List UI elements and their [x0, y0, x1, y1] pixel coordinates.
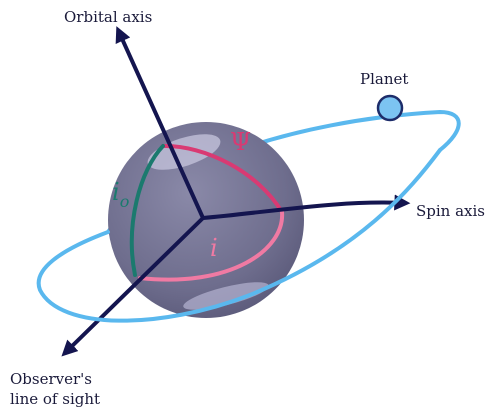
label-planet: Planet — [360, 70, 409, 88]
label-observer-line1: Observer's — [10, 370, 92, 388]
psi-symbol: Ψ — [230, 128, 252, 156]
star-highlight-top — [147, 134, 221, 170]
star-highlight-bottom — [183, 282, 269, 310]
i-arc — [138, 210, 285, 282]
io-symbol: io — [112, 178, 129, 210]
i-symbol: i — [210, 234, 218, 262]
io-arc — [129, 144, 165, 277]
psi-arc — [161, 143, 284, 214]
label-observer-line2: line of sight — [10, 390, 101, 408]
line-of-sight-arrow — [61, 216, 205, 357]
orbit-front — [36, 148, 442, 323]
spin-axis-arrow — [201, 194, 411, 220]
orbital-axis-arrow — [115, 26, 205, 220]
star-sphere — [108, 122, 304, 318]
io-symbol-base: i — [112, 178, 120, 206]
planet-dot — [376, 94, 404, 122]
label-orbital-axis: Orbital axis — [64, 8, 153, 26]
label-spin-axis: Spin axis — [416, 202, 486, 220]
io-symbol-sub: o — [119, 192, 130, 211]
